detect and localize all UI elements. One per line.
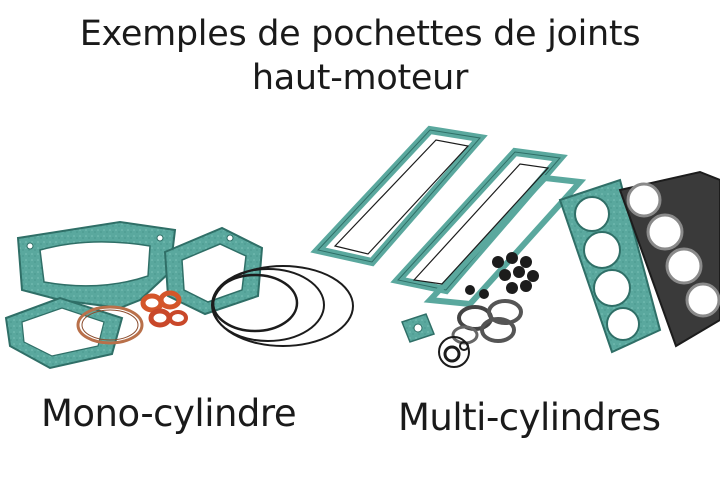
multi-cylinder-gasket-set — [310, 125, 720, 368]
title-line-1: Exemples de pochettes de joints — [79, 14, 641, 54]
valve-cover-gasket-1 — [310, 125, 488, 267]
valve-seal — [140, 293, 164, 313]
valve-stem-seals — [465, 252, 539, 299]
title-line-2: haut-moteur — [251, 58, 469, 98]
label-multi-cylinder: Multi-cylindres — [398, 396, 661, 439]
mono-cylinder-gasket-set — [4, 220, 354, 370]
copper-ring — [76, 305, 144, 345]
valve-cover-gasket-2 — [390, 147, 568, 295]
label-mono-cylinder: Mono-cylindre — [41, 392, 297, 435]
